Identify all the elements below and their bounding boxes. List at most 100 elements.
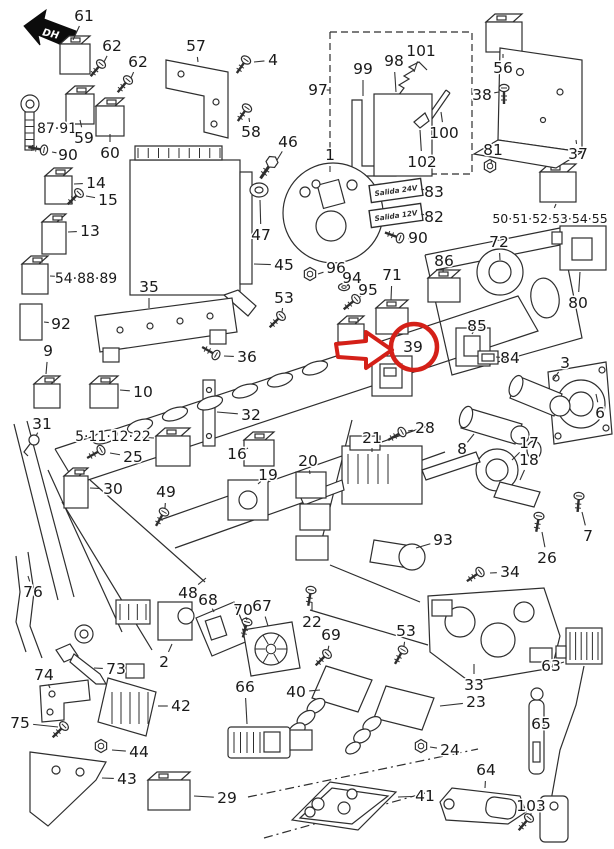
- part-label-73: 73: [106, 660, 126, 678]
- part-label-93: 93: [433, 531, 453, 549]
- leader-line: [346, 283, 349, 287]
- screw-thread: [575, 503, 582, 505]
- part-circle: [46, 708, 54, 716]
- structure-line: [397, 61, 428, 97]
- part-oval: [458, 405, 474, 429]
- part-circle: [480, 622, 516, 658]
- relay-body: [427, 277, 461, 303]
- structure-line: [247, 748, 479, 798]
- structure-line: [27, 551, 43, 659]
- part-circle: [177, 607, 195, 625]
- screw-thread: [117, 86, 123, 92]
- screw-thread: [35, 145, 38, 152]
- leader-line: [244, 447, 249, 451]
- part-label-95: 95: [358, 281, 378, 299]
- screw-thread: [318, 657, 324, 663]
- structure-line: [159, 424, 431, 521]
- part-label-80: 80: [568, 294, 588, 312]
- part-label-102: 102: [407, 153, 437, 171]
- part-circle: [205, 432, 213, 440]
- bolt-head: [265, 155, 279, 169]
- leader-line: [193, 795, 214, 798]
- direction-arrow-text: DH: [41, 27, 60, 42]
- part-label-57: 57: [186, 37, 206, 55]
- part-label-47: 47: [251, 226, 271, 244]
- part-circle: [602, 424, 610, 432]
- part-oval: [345, 741, 361, 755]
- leader-line: [415, 543, 431, 549]
- part-box: [341, 445, 423, 505]
- structure-line: [445, 89, 451, 94]
- part-box: [19, 303, 43, 341]
- part-box: [125, 663, 145, 679]
- part-label-35: 35: [139, 278, 159, 296]
- part-label-54-88-89: 54·88·89: [55, 271, 117, 287]
- screw-thread: [347, 301, 353, 307]
- relay-body: [59, 43, 91, 75]
- leader-line: [471, 331, 474, 335]
- screw-icon: [236, 103, 253, 122]
- part-circle: [28, 434, 40, 446]
- part-label-34: 34: [500, 563, 520, 581]
- screw-thread: [387, 230, 391, 237]
- relay-body: [485, 21, 523, 53]
- part-label-61: 61: [74, 7, 94, 25]
- structure-line: [329, 31, 473, 175]
- leader-line: [248, 117, 251, 122]
- screw-thread: [270, 322, 275, 327]
- part-circle: [51, 765, 61, 775]
- relay-body: [375, 307, 409, 335]
- highlight-circle: [388, 321, 440, 373]
- screw-shaft: [393, 651, 403, 665]
- part-label-50-51-52-53-54-55: 50·51·52·53·54·55: [492, 211, 607, 226]
- leader-line: [466, 433, 475, 443]
- part-circle: [443, 798, 455, 810]
- part-label-10: 10: [133, 383, 153, 401]
- leader-line: [595, 393, 599, 403]
- screw-slot: [243, 57, 249, 63]
- part-label-24: 24: [440, 741, 460, 759]
- part-oval: [530, 277, 560, 319]
- part-label-43: 43: [117, 770, 137, 788]
- screw-thread: [468, 576, 473, 582]
- relay-tab: [52, 215, 63, 221]
- highlight-arrow: [334, 330, 394, 370]
- part-outline: [29, 751, 107, 827]
- screw-thread: [236, 67, 242, 72]
- leader-line: [45, 361, 48, 375]
- part-box: [383, 367, 397, 377]
- part-box: [299, 503, 331, 531]
- part-label-41: 41: [415, 787, 435, 805]
- screw-thread: [521, 821, 527, 827]
- leader-line: [407, 429, 413, 432]
- leader-line: [85, 195, 96, 199]
- screw-icon: [533, 511, 545, 532]
- part-label-2: 2: [159, 653, 169, 671]
- part-label-84: 84: [500, 349, 520, 367]
- relay-tab: [496, 15, 507, 21]
- structure-line: [26, 420, 75, 598]
- screw-slot: [98, 61, 104, 67]
- screw-thread: [390, 232, 394, 239]
- part-box: [528, 699, 545, 775]
- screw-icon: [66, 188, 84, 206]
- leader-line: [39, 125, 45, 128]
- part-label-19: 19: [258, 466, 278, 484]
- speaker-spoke: [262, 653, 269, 664]
- part-circle: [304, 806, 316, 818]
- part-label-15: 15: [98, 191, 118, 209]
- relay-body: [539, 171, 577, 203]
- part-circle: [539, 116, 547, 124]
- leader-line: [245, 697, 248, 725]
- leader-line: [130, 71, 135, 79]
- part-label-42: 42: [171, 697, 191, 715]
- part-box: [571, 237, 593, 261]
- part-label-81: 81: [483, 141, 503, 159]
- part-label-6: 6: [595, 404, 605, 422]
- part-circle: [488, 260, 512, 284]
- part-circle: [346, 179, 358, 191]
- part-label-33: 33: [464, 676, 484, 694]
- screw-icon: [240, 617, 253, 638]
- part-label-75: 75: [10, 714, 30, 732]
- bolt-thread: [263, 167, 270, 173]
